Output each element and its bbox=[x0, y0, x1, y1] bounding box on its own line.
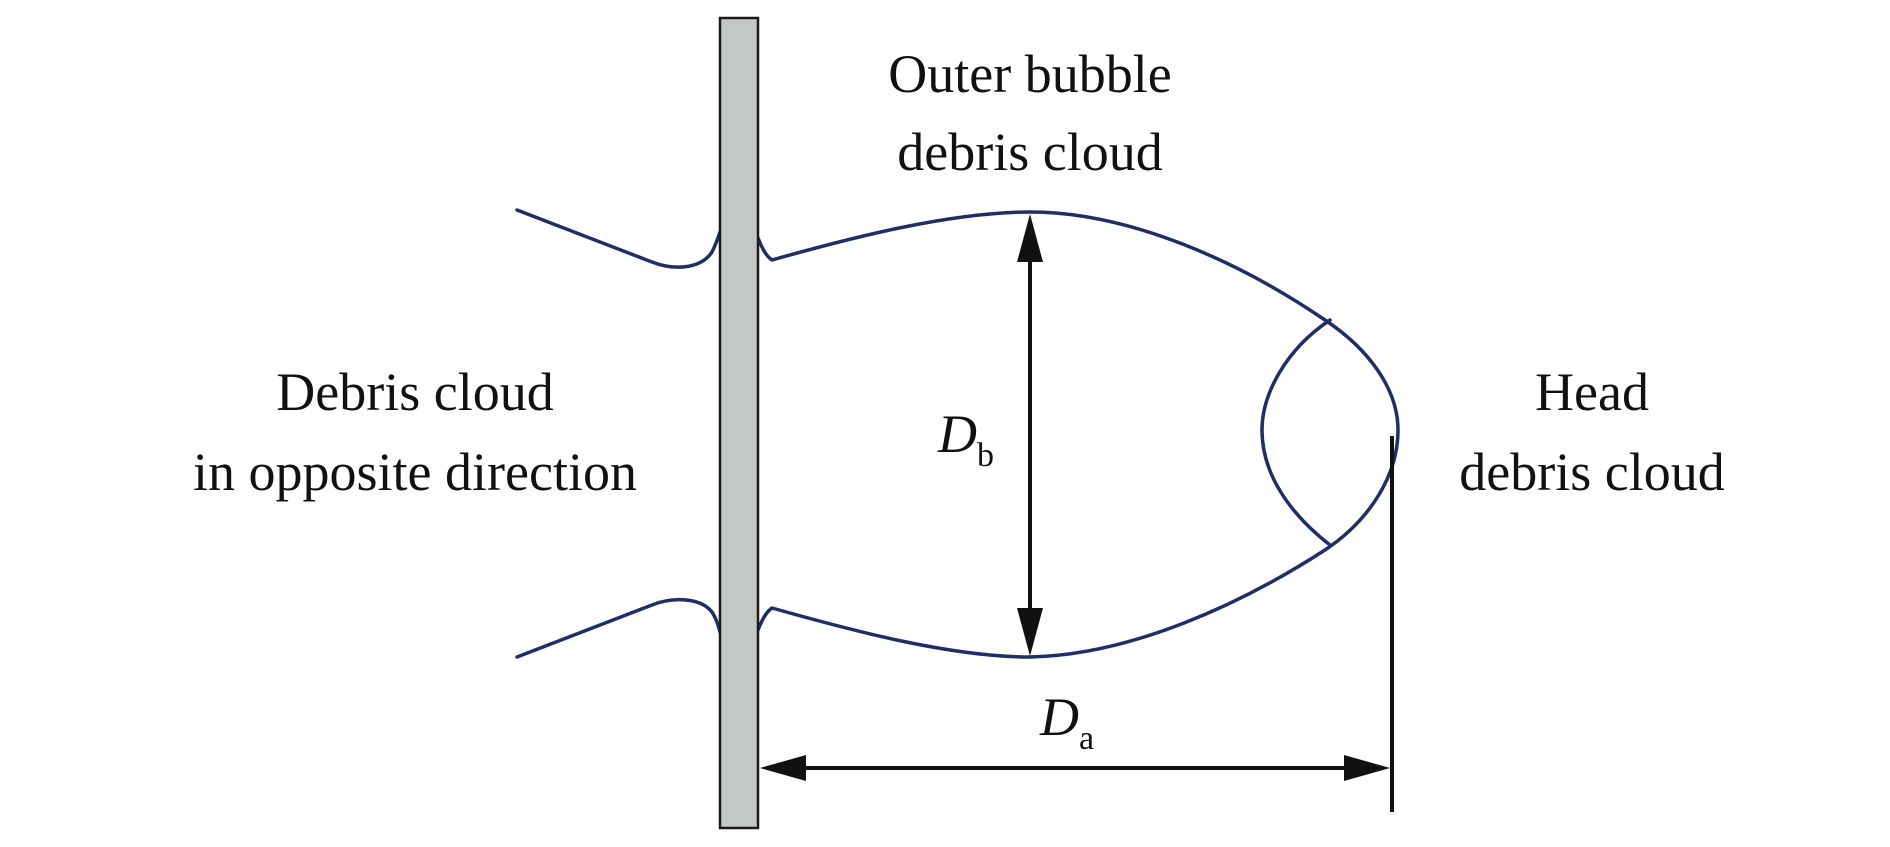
opposite-cloud-lower-outline bbox=[515, 597, 722, 659]
opposite-cloud-upper-outline bbox=[515, 208, 722, 269]
da-arrowhead-right bbox=[1344, 755, 1390, 781]
outer-bubble-label-line1: Outer bubble bbox=[888, 44, 1171, 104]
db-arrowhead-top bbox=[1017, 214, 1043, 262]
head-cloud-label-line2: debris cloud bbox=[1459, 442, 1724, 502]
db-dimension-label: Db bbox=[937, 404, 994, 474]
da-subscript: a bbox=[1079, 720, 1094, 757]
opposite-cloud-label-line1: Debris cloud bbox=[276, 362, 553, 422]
outer-bubble-label-line2: debris cloud bbox=[897, 122, 1162, 182]
target-plate bbox=[718, 16, 760, 830]
db-subscript: b bbox=[977, 437, 994, 474]
outer-bubble-cloud-outline bbox=[756, 210, 1400, 659]
db-arrowhead-bottom bbox=[1017, 608, 1043, 656]
da-symbol: D bbox=[1039, 687, 1079, 747]
da-arrowhead-left bbox=[760, 755, 806, 781]
head-cloud-outline bbox=[1260, 318, 1332, 547]
opposite-cloud-label-line2: in opposite direction bbox=[193, 442, 637, 502]
head-cloud-label-line1: Head bbox=[1535, 362, 1649, 422]
da-dimension-label: Da bbox=[1039, 687, 1094, 757]
db-symbol: D bbox=[937, 404, 977, 464]
